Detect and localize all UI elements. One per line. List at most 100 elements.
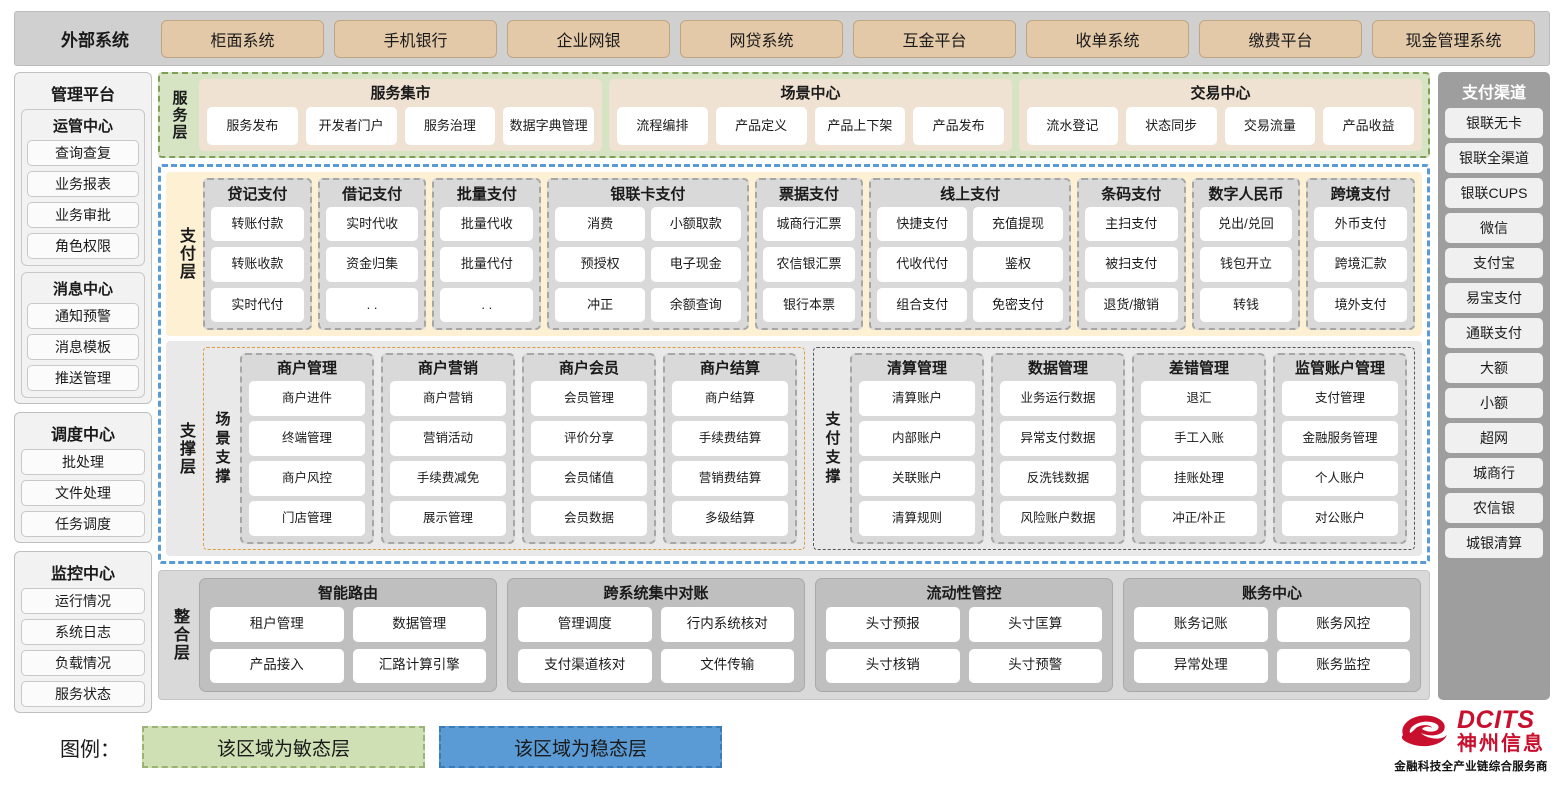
external-system-item[interactable]: 柜面系统 — [161, 19, 324, 58]
payment-item[interactable]: 组合支付 — [877, 287, 968, 322]
support-item[interactable]: 异常支付数据 — [1000, 421, 1116, 456]
support-item[interactable]: 评价分享 — [531, 421, 647, 456]
service-item[interactable]: 产品上下架 — [814, 107, 906, 145]
payment-item[interactable]: 城商行汇票 — [762, 207, 856, 242]
payment-item[interactable]: 转账付款 — [211, 207, 304, 242]
integration-item[interactable]: 异常处理 — [1134, 648, 1268, 683]
integration-item[interactable]: 管理调度 — [518, 607, 652, 642]
payment-item[interactable]: 主扫支付 — [1084, 207, 1178, 242]
service-item[interactable]: 状态同步 — [1125, 107, 1217, 145]
support-item[interactable]: 会员管理 — [531, 381, 647, 416]
payment-channel-item[interactable]: 微信 — [1445, 213, 1543, 243]
management-item[interactable]: 消息模板 — [27, 334, 139, 360]
integration-item[interactable]: 租户管理 — [210, 607, 344, 642]
payment-item[interactable]: 免密支付 — [973, 287, 1063, 322]
support-item[interactable]: 清算账户 — [859, 381, 975, 416]
management-item[interactable]: 推送管理 — [27, 365, 139, 391]
support-item[interactable]: 手工入账 — [1141, 421, 1257, 456]
support-item[interactable]: 会员数据 — [531, 501, 647, 536]
service-item[interactable]: 交易流量 — [1224, 107, 1316, 145]
support-item[interactable]: 多级结算 — [672, 501, 788, 536]
payment-item[interactable]: 消费 — [555, 207, 645, 242]
payment-channel-item[interactable]: 易宝支付 — [1445, 283, 1543, 313]
support-item[interactable]: 关联账户 — [859, 461, 975, 496]
payment-channel-item[interactable]: 银联CUPS — [1445, 178, 1543, 208]
management-item[interactable]: 系统日志 — [21, 619, 145, 645]
support-item[interactable]: 金融服务管理 — [1282, 421, 1398, 456]
payment-item[interactable]: 钱包开立 — [1199, 247, 1293, 282]
management-item[interactable]: 任务调度 — [21, 511, 145, 537]
management-item[interactable]: 运行情况 — [21, 588, 145, 614]
support-item[interactable]: 挂账处理 — [1141, 461, 1257, 496]
service-item[interactable]: 数据字典管理 — [503, 107, 594, 145]
payment-item[interactable]: 转账收款 — [211, 247, 304, 282]
payment-channel-item[interactable]: 超网 — [1445, 423, 1543, 453]
payment-item[interactable]: 批量代收 — [440, 207, 534, 242]
integration-item[interactable]: 行内系统核对 — [660, 607, 794, 642]
integration-item[interactable]: 产品接入 — [210, 648, 344, 683]
support-item[interactable]: 营销活动 — [390, 421, 506, 456]
payment-item[interactable]: 兑出/兑回 — [1199, 207, 1293, 242]
payment-item[interactable]: 鉴权 — [973, 247, 1063, 282]
payment-item[interactable]: 境外支付 — [1314, 287, 1408, 322]
support-item[interactable]: 业务运行数据 — [1000, 381, 1116, 416]
support-item[interactable]: 对公账户 — [1282, 501, 1398, 536]
payment-item[interactable]: 批量代付 — [440, 247, 534, 282]
support-item[interactable]: 会员储值 — [531, 461, 647, 496]
external-system-item[interactable]: 手机银行 — [334, 19, 497, 58]
payment-item[interactable]: 实时代收 — [325, 207, 419, 242]
integration-item[interactable]: 头寸匡算 — [968, 607, 1102, 642]
payment-channel-item[interactable]: 城商行 — [1445, 458, 1543, 488]
management-item[interactable]: 查询查复 — [27, 140, 139, 166]
payment-item[interactable]: . . — [440, 287, 534, 322]
payment-item[interactable]: 余额查询 — [650, 287, 741, 322]
support-item[interactable]: 商户结算 — [672, 381, 788, 416]
management-item[interactable]: 角色权限 — [27, 233, 139, 259]
payment-item[interactable]: 银行本票 — [762, 287, 856, 322]
management-item[interactable]: 业务报表 — [27, 171, 139, 197]
payment-item[interactable]: 冲正 — [555, 287, 645, 322]
payment-item[interactable]: 快捷支付 — [877, 207, 968, 242]
integration-item[interactable]: 账务记账 — [1134, 607, 1268, 642]
support-item[interactable]: 商户风控 — [249, 461, 365, 496]
payment-item[interactable]: 电子现金 — [650, 247, 741, 282]
payment-channel-item[interactable]: 农信银 — [1445, 493, 1543, 523]
payment-item[interactable]: 资金归集 — [325, 247, 419, 282]
integration-item[interactable]: 头寸核销 — [826, 648, 960, 683]
payment-channel-item[interactable]: 银联无卡 — [1445, 108, 1543, 138]
support-item[interactable]: 个人账户 — [1282, 461, 1398, 496]
payment-item[interactable]: 退货/撤销 — [1084, 287, 1178, 322]
support-item[interactable]: 风险账户数据 — [1000, 501, 1116, 536]
management-item[interactable]: 业务审批 — [27, 202, 139, 228]
integration-item[interactable]: 汇路计算引擎 — [352, 648, 486, 683]
support-item[interactable]: 清算规则 — [859, 501, 975, 536]
external-system-item[interactable]: 网贷系统 — [680, 19, 843, 58]
external-system-item[interactable]: 现金管理系统 — [1372, 19, 1535, 58]
integration-item[interactable]: 账务监控 — [1276, 648, 1410, 683]
integration-item[interactable]: 账务风控 — [1276, 607, 1410, 642]
support-item[interactable]: 商户营销 — [390, 381, 506, 416]
integration-item[interactable]: 文件传输 — [660, 648, 794, 683]
payment-item[interactable]: 实时代付 — [211, 287, 304, 322]
payment-item[interactable]: 被扫支付 — [1084, 247, 1178, 282]
support-item[interactable]: 商户进件 — [249, 381, 365, 416]
payment-item[interactable]: 充值提现 — [973, 207, 1063, 242]
support-item[interactable]: 门店管理 — [249, 501, 365, 536]
service-item[interactable]: 流程编排 — [617, 107, 708, 145]
payment-item[interactable]: 跨境汇款 — [1314, 247, 1408, 282]
payment-item[interactable]: 预授权 — [555, 247, 645, 282]
service-item[interactable]: 服务发布 — [207, 107, 298, 145]
payment-item[interactable]: 代收代付 — [877, 247, 968, 282]
support-item[interactable]: 反洗钱数据 — [1000, 461, 1116, 496]
integration-item[interactable]: 头寸预报 — [826, 607, 960, 642]
external-system-item[interactable]: 收单系统 — [1026, 19, 1189, 58]
management-item[interactable]: 批处理 — [21, 449, 145, 475]
service-item[interactable]: 开发者门户 — [305, 107, 397, 145]
integration-item[interactable]: 数据管理 — [352, 607, 486, 642]
payment-item[interactable]: 外币支付 — [1314, 207, 1408, 242]
payment-channel-item[interactable]: 支付宝 — [1445, 248, 1543, 278]
support-item[interactable]: 展示管理 — [390, 501, 506, 536]
support-item[interactable]: 手续费减免 — [390, 461, 506, 496]
payment-item[interactable]: 农信银汇票 — [762, 247, 856, 282]
external-system-item[interactable]: 互金平台 — [853, 19, 1016, 58]
